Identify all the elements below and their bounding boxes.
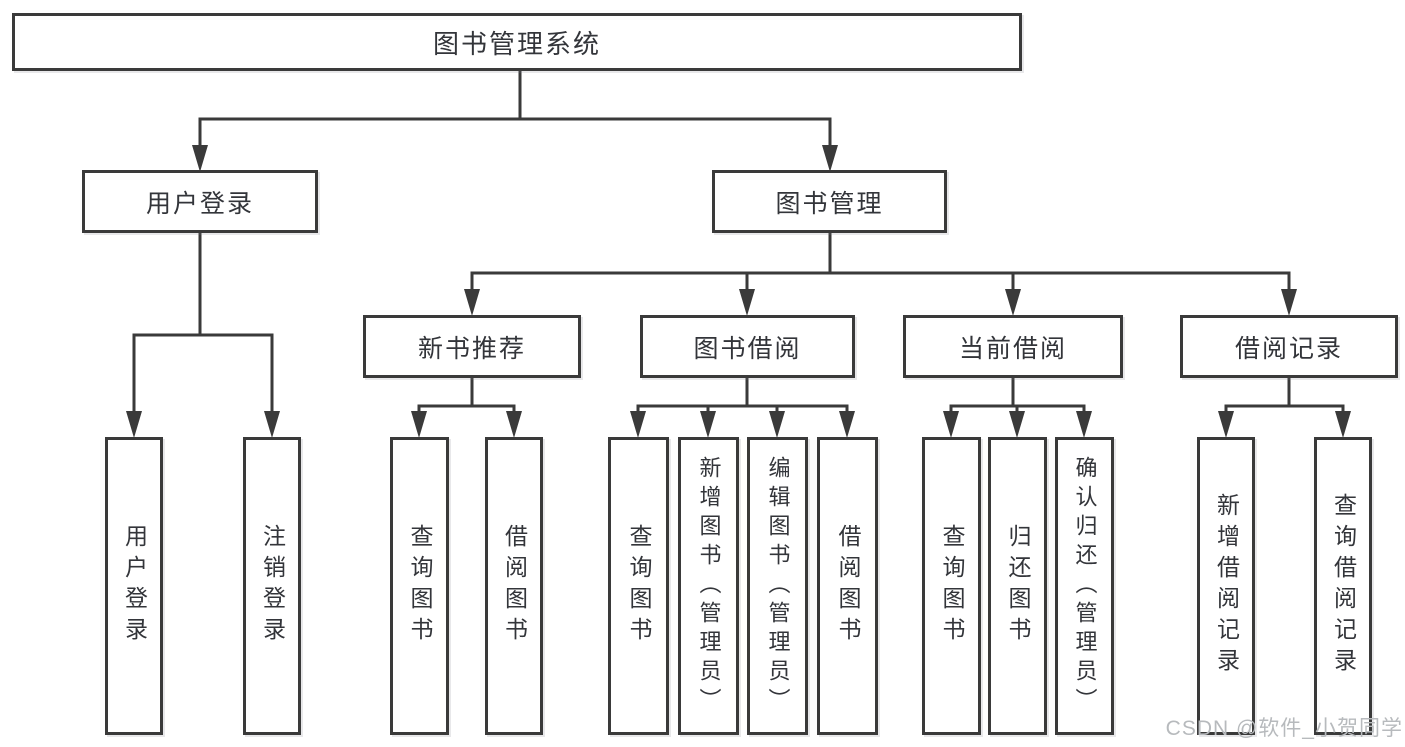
node-root: 图书管理系统 [12,13,1022,71]
csdn-watermark: CSDN @软件_小贺同学 [1165,717,1403,740]
node-root-label: 图书管理系统 [432,28,601,59]
leaf-user-login-label: 用户登录 [121,524,148,648]
leaf-query-books-borrow-label: 查询图书 [626,524,652,648]
leaf-return-books: 归还图书 [988,437,1047,735]
node-current-borrow-label: 当前借阅 [958,334,1067,363]
leaf-confirm-return-admin-label: 确认归还（管理员） [1072,455,1098,717]
leaf-query-borrow-record: 查询借阅记录 [1314,437,1372,735]
node-new-book-recommend: 新书推荐 [363,315,581,378]
node-new-book-recommend-label: 新书推荐 [417,334,526,363]
leaf-add-books-admin-label: 新增图书（管理员） [696,455,722,717]
leaf-query-books-current-label: 查询图书 [939,524,965,648]
leaf-user-login: 用户登录 [105,437,163,735]
node-borrow-records: 借阅记录 [1180,315,1398,378]
node-borrow-records-label: 借阅记录 [1234,334,1343,363]
leaf-edit-books-admin-label: 编辑图书（管理员） [765,455,791,717]
leaf-query-books-borrow: 查询图书 [608,437,669,735]
leaf-add-borrow-record-label: 新增借阅记录 [1213,493,1240,679]
leaf-query-borrow-record-label: 查询借阅记录 [1330,493,1357,679]
leaf-query-books-recommend: 查询图书 [390,437,449,735]
leaf-borrow-books: 借阅图书 [817,437,878,735]
node-book-borrow-label: 图书借阅 [693,334,802,363]
leaf-borrow-books-recommend: 借阅图书 [485,437,543,735]
node-user-login-label: 用户登录 [145,189,254,218]
node-user-login: 用户登录 [82,170,318,233]
node-book-management: 图书管理 [712,170,947,233]
leaf-edit-books-admin: 编辑图书（管理员） [747,437,808,735]
leaf-confirm-return-admin: 确认归还（管理员） [1055,437,1114,735]
node-book-borrow: 图书借阅 [640,315,855,378]
arrowheads [126,145,1351,438]
leaf-borrow-books-label: 借阅图书 [835,524,861,648]
leaf-logout-login: 注销登录 [243,437,301,735]
leaf-logout-login-label: 注销登录 [259,524,286,648]
node-book-management-label: 图书管理 [775,189,884,218]
leaf-query-books-recommend-label: 查询图书 [407,524,433,648]
leaf-query-books-current: 查询图书 [922,437,981,735]
leaf-borrow-books-recommend-label: 借阅图书 [501,524,528,648]
leaf-add-borrow-record: 新增借阅记录 [1197,437,1255,735]
leaf-add-books-admin: 新增图书（管理员） [678,437,739,735]
node-current-borrow: 当前借阅 [903,315,1123,378]
leaf-return-books-label: 归还图书 [1005,524,1031,648]
